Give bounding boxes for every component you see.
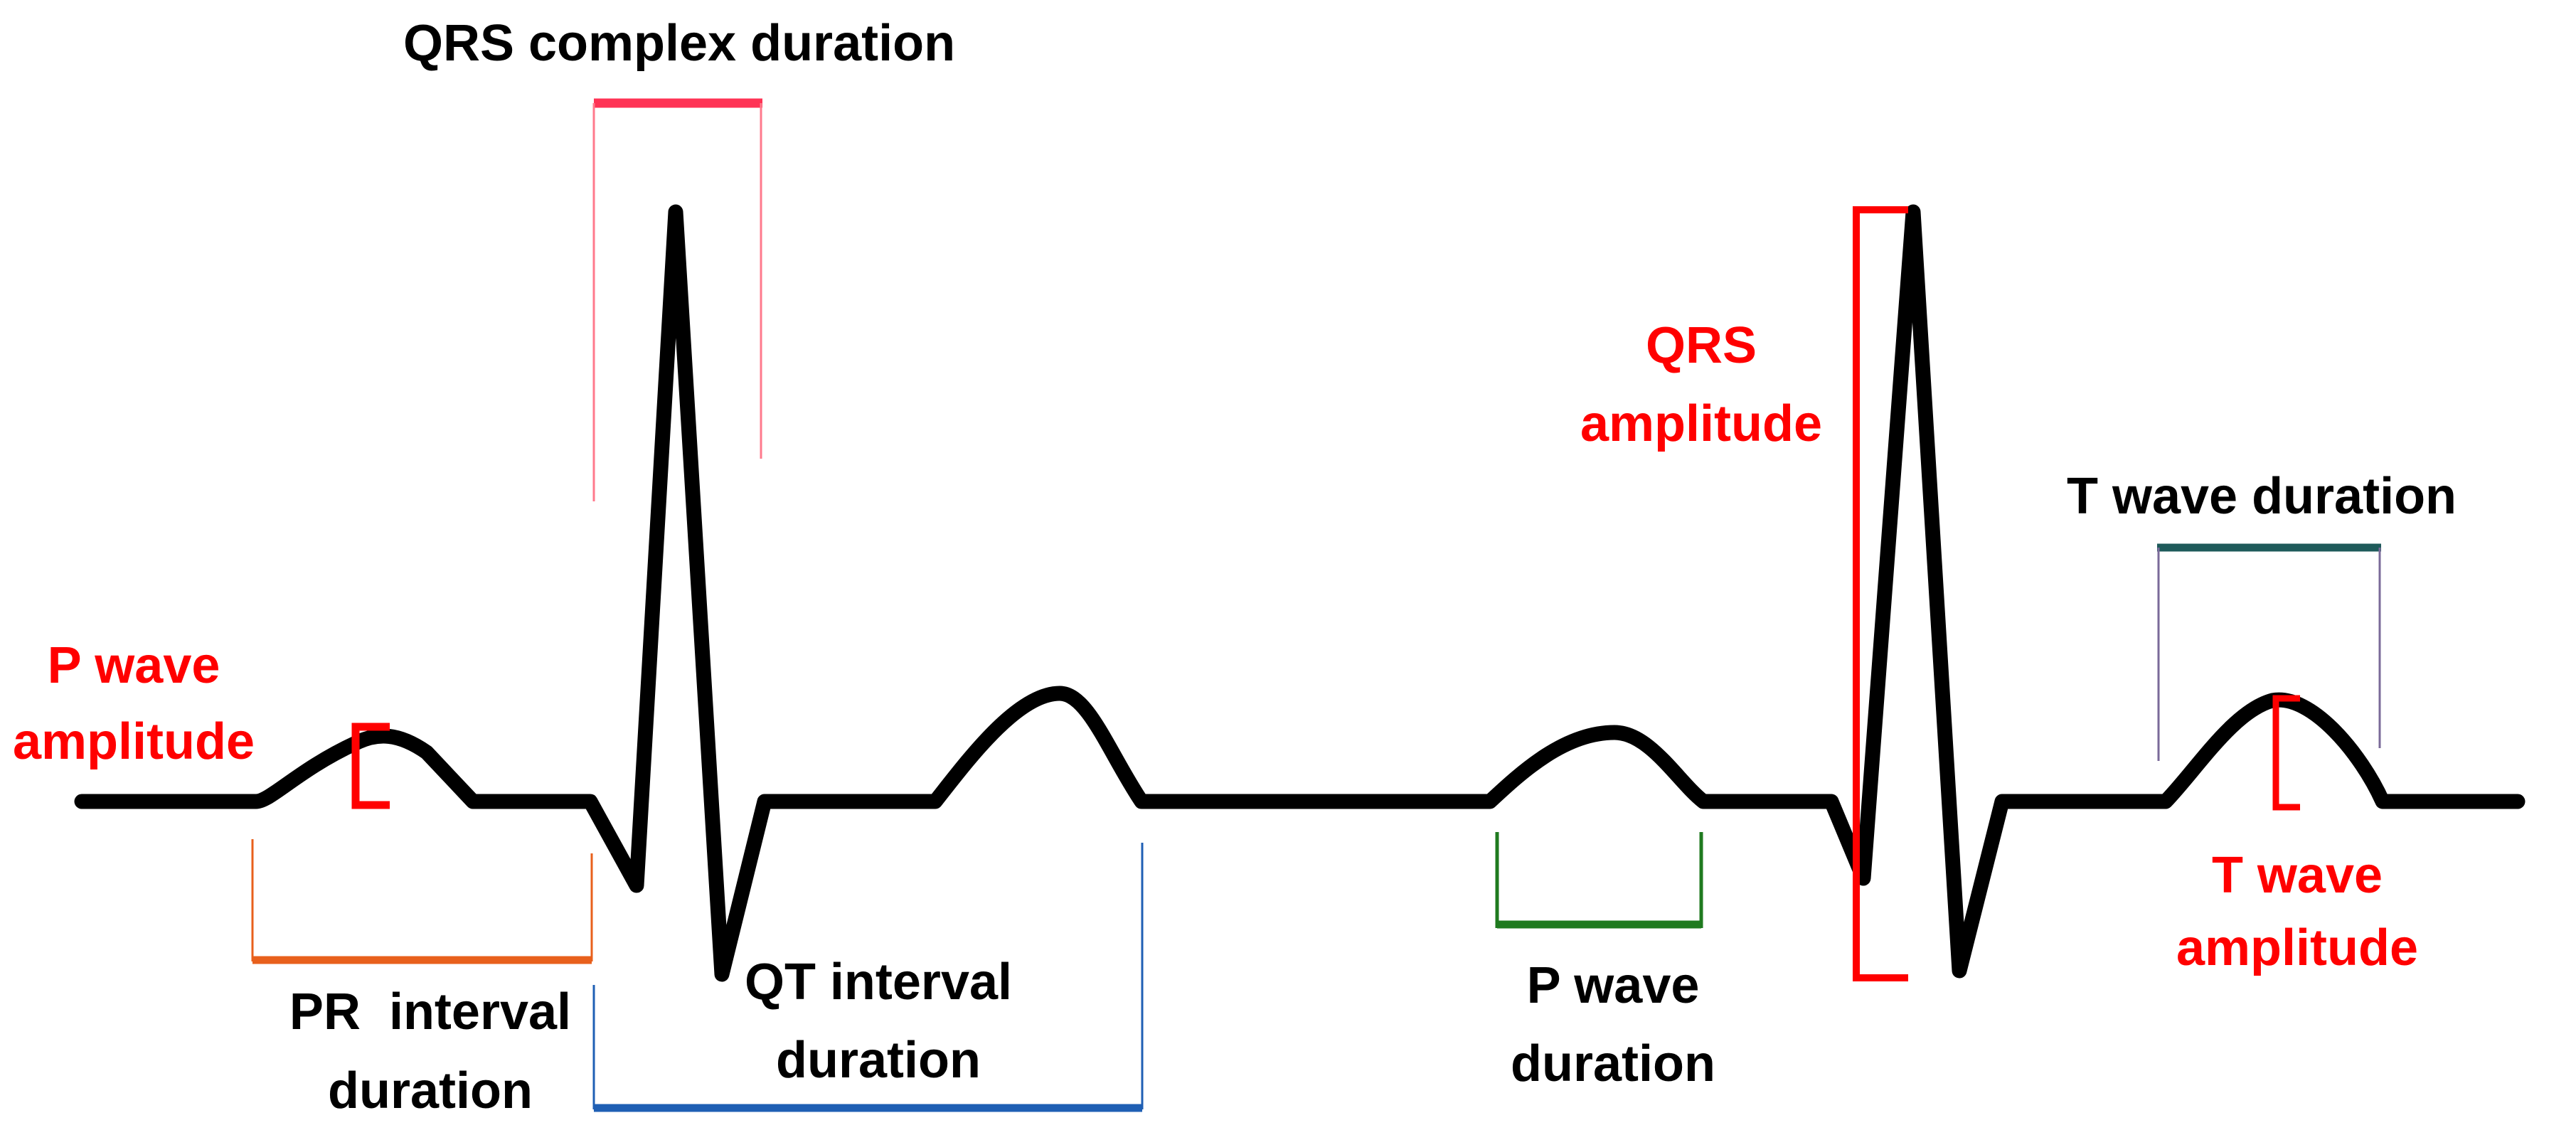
p-wave-amplitude-label-line1: P wave: [48, 637, 220, 694]
qrs-complex-duration-label: QRS complex duration: [403, 15, 955, 72]
t-wave-amplitude-bracket: [2272, 695, 2300, 811]
qt-interval-label-line2: duration: [776, 1032, 981, 1089]
qrs-amplitude-bracket: [1853, 206, 1908, 981]
t-wave-duration-label: T wave duration: [2067, 468, 2457, 525]
t-wave-amplitude-label-line2: amplitude: [2176, 920, 2418, 976]
ecg-waveform: [74, 204, 2526, 982]
qt-interval-label-line1: QT interval: [745, 954, 1012, 1011]
p-wave-duration-label-line1: P wave: [1527, 957, 1700, 1014]
p-wave-duration-label-line2: duration: [1511, 1035, 1715, 1092]
p-wave-amplitude-bracket: [351, 723, 390, 809]
qrs-duration-bracket: [592, 98, 762, 501]
pr-interval-label-line2: duration: [328, 1062, 533, 1119]
p-wave-amplitude-label-line2: amplitude: [13, 713, 255, 770]
qrs-amplitude-label-line1: QRS: [1646, 317, 1757, 374]
pr-interval-label-line1: PR interval: [289, 984, 571, 1040]
t-wave-amplitude-label-line1: T wave: [2212, 847, 2383, 904]
qrs-amplitude-label-line2: amplitude: [1580, 395, 1822, 452]
qt-interval-bracket: [592, 843, 1144, 1112]
pr-interval-bracket: [251, 839, 593, 964]
t-wave-duration-bracket: [2157, 543, 2381, 761]
p-wave-duration-bracket: [1495, 832, 1703, 929]
